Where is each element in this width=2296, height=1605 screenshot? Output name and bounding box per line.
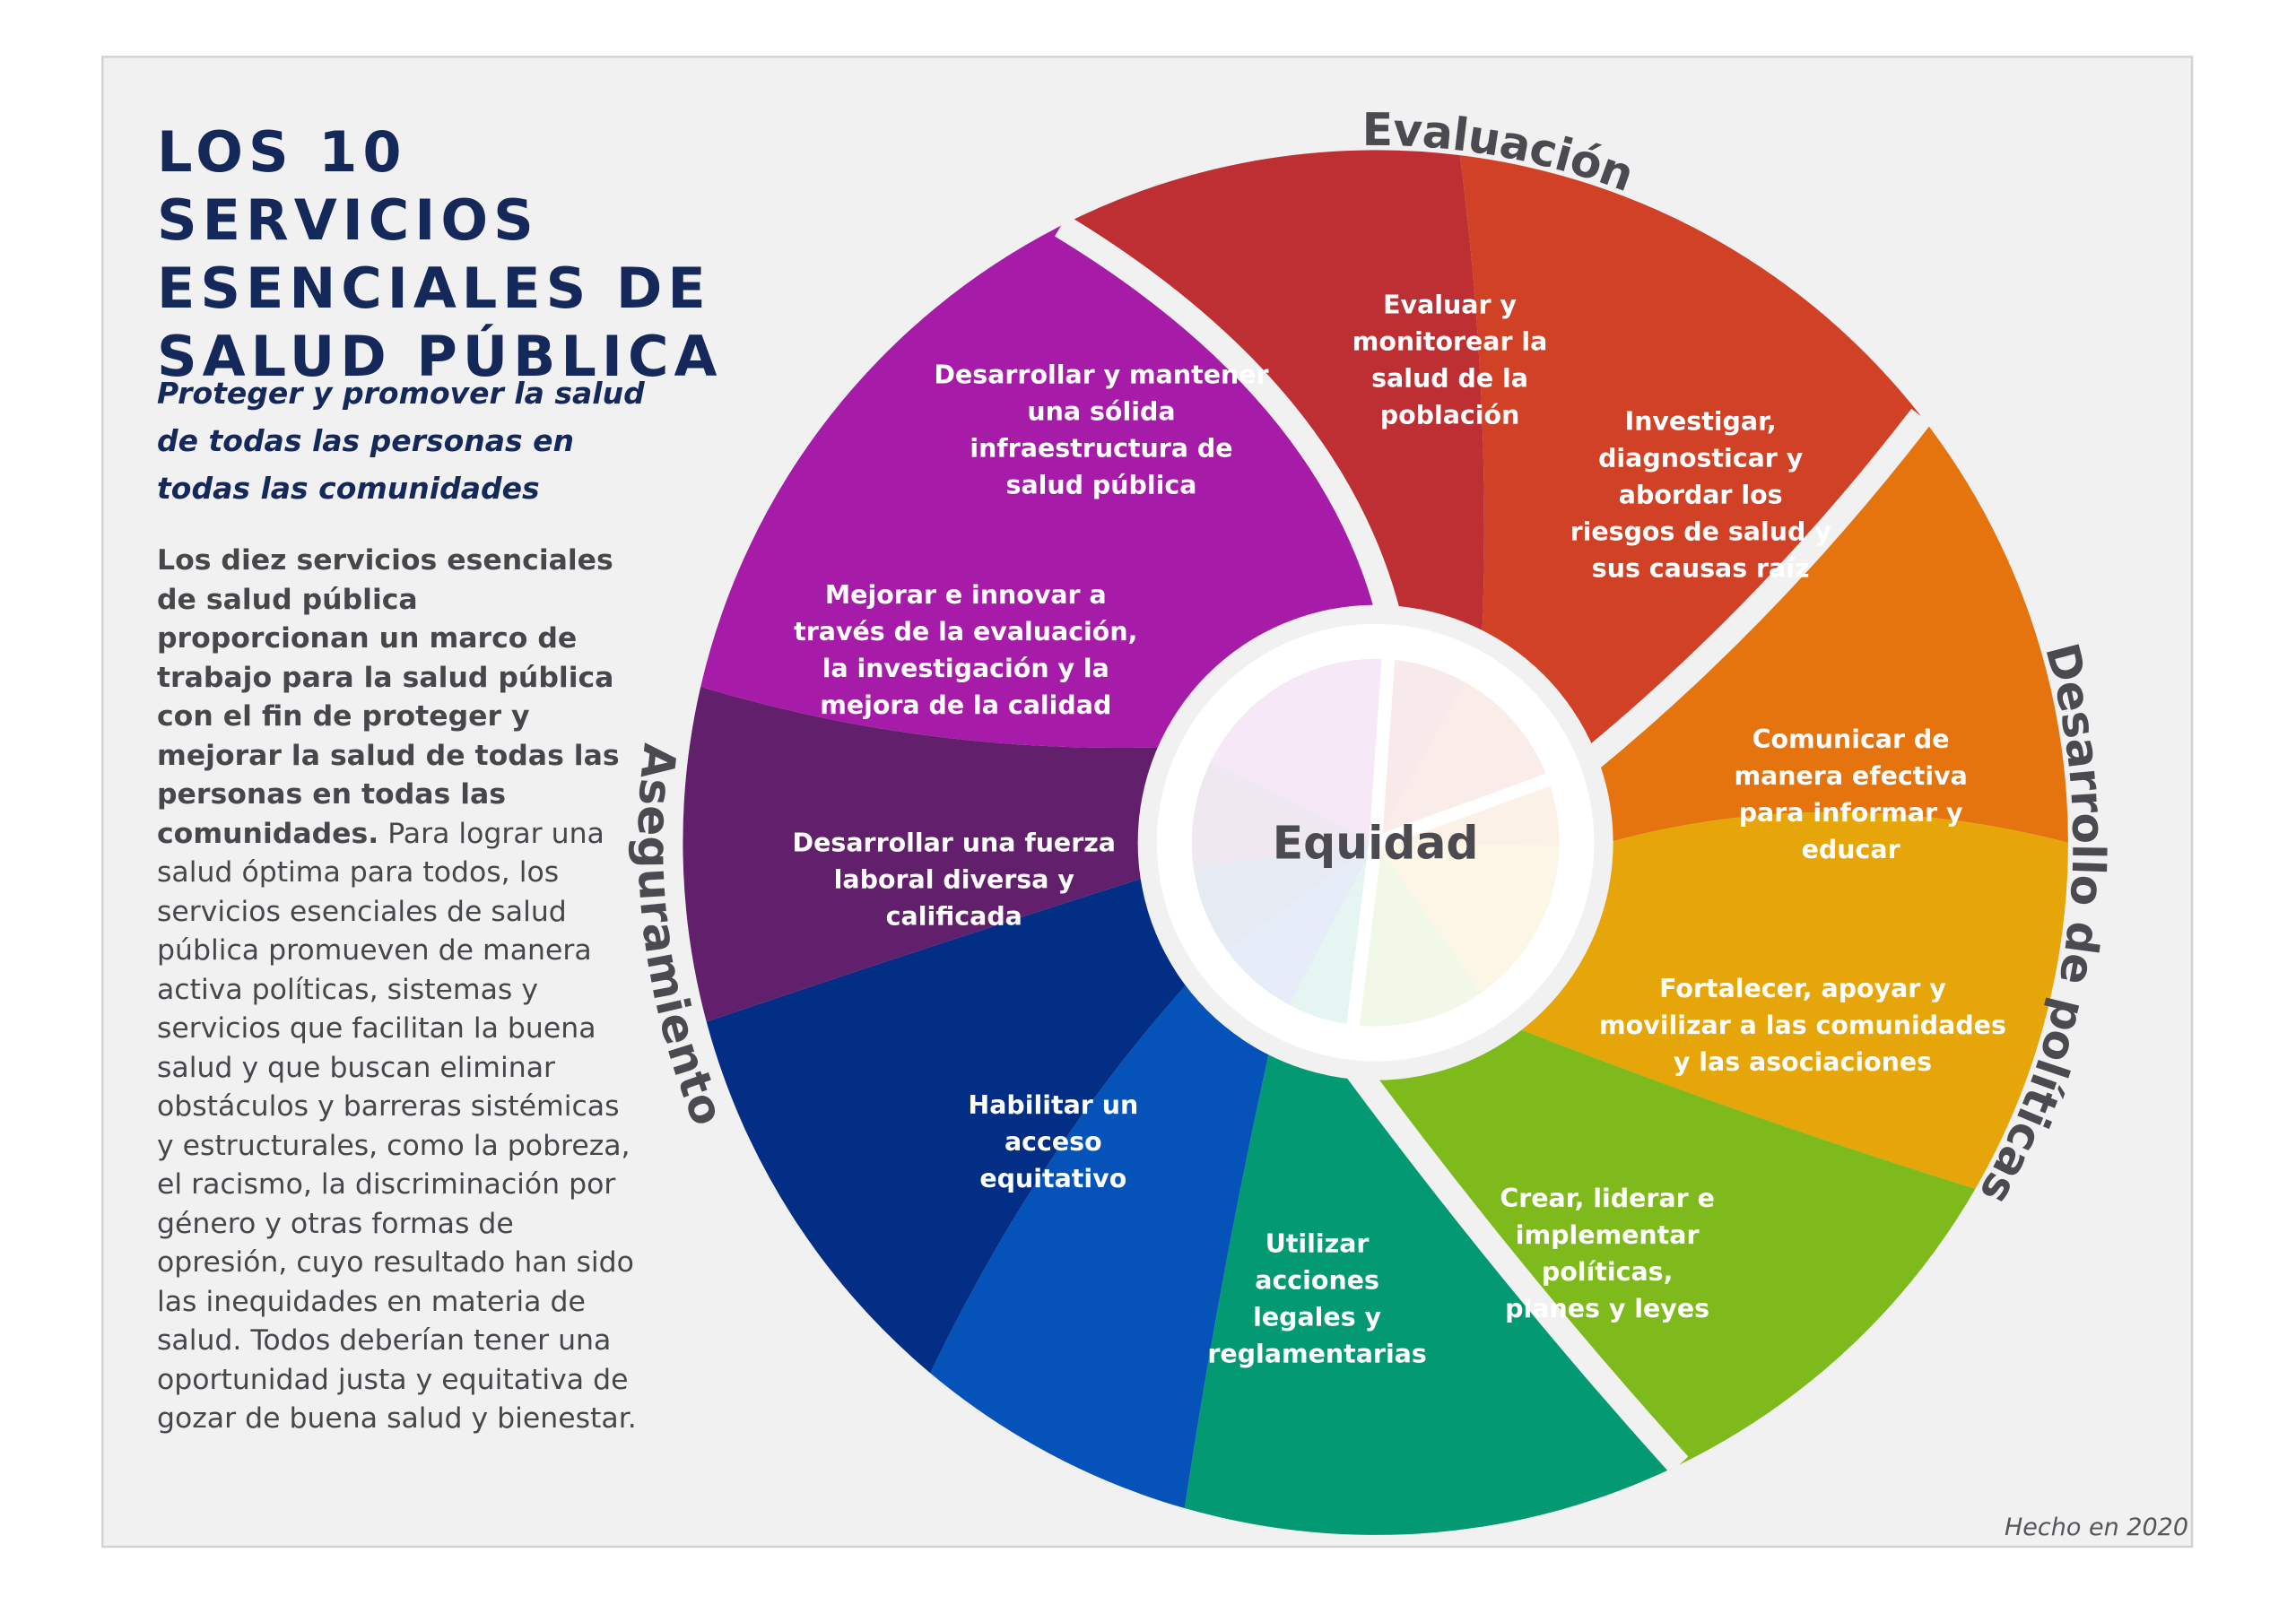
service-segment-7 — [930, 971, 1274, 1509]
service-segment-2 — [1459, 155, 1922, 768]
group-gap-1 — [1054, 214, 1404, 628]
hub-wedge-1 — [1375, 659, 1465, 843]
hub-wedge-5 — [1352, 842, 1482, 1027]
service-segment-5 — [1348, 1021, 1976, 1465]
service-segment-3 — [1580, 416, 2068, 846]
group-gap-2 — [1573, 408, 1932, 778]
wheel-core: Equidad — [1137, 604, 1613, 1080]
hub-divider-2 — [1373, 772, 1553, 849]
hub-wedge-7 — [1226, 842, 1376, 1005]
hub-divider-1 — [1369, 655, 1396, 844]
service-segment-4 — [1500, 811, 2068, 1189]
wheel-segments — [683, 150, 2068, 1535]
hub-wedge-9 — [1191, 761, 1376, 869]
hub-wedge-10 — [1210, 658, 1388, 843]
hub-wedge-4 — [1375, 842, 1560, 993]
service-segment-6 — [1184, 1035, 1680, 1535]
wheel-gaps — [1054, 214, 1932, 1474]
hub-wedge-8 — [1193, 842, 1376, 951]
hub-divider-3 — [1346, 841, 1382, 1029]
service-segment-9 — [683, 686, 1179, 1022]
hub-wedge-2 — [1375, 681, 1549, 843]
service-segment-1 — [1061, 150, 1484, 652]
service-segment-8 — [706, 872, 1199, 1374]
group-gap-3 — [1338, 1052, 1689, 1474]
center-label: Equidad — [1273, 817, 1479, 870]
